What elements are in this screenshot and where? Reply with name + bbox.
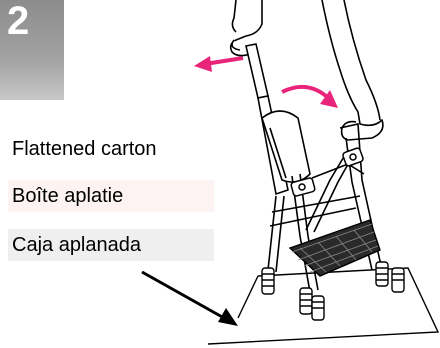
black-pointer-arrow-icon bbox=[142, 272, 238, 326]
pink-left-arrow-icon bbox=[194, 56, 243, 72]
mesh-basket bbox=[290, 220, 380, 276]
lower-hand bbox=[322, 0, 383, 140]
pink-curved-arrow-icon bbox=[282, 87, 338, 108]
